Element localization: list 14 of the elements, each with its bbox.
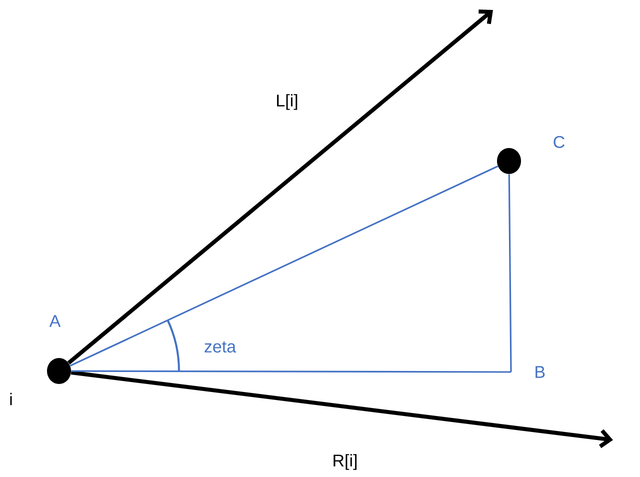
point-dot: [497, 148, 521, 174]
point-label: B: [536, 366, 545, 378]
point-dot: [47, 358, 71, 384]
point-label: A: [49, 315, 61, 327]
arrow: [70, 370, 613, 448]
arrow: [67, 10, 493, 364]
point-label: C: [554, 136, 564, 148]
point-label: i: [10, 392, 12, 406]
angle-label: zeta: [204, 341, 236, 353]
edge-label: L[i]: [274, 93, 300, 111]
line: [71, 370, 511, 373]
line: [508, 174, 512, 372]
edge-label: R[i]: [331, 453, 359, 471]
line: [70, 166, 498, 366]
